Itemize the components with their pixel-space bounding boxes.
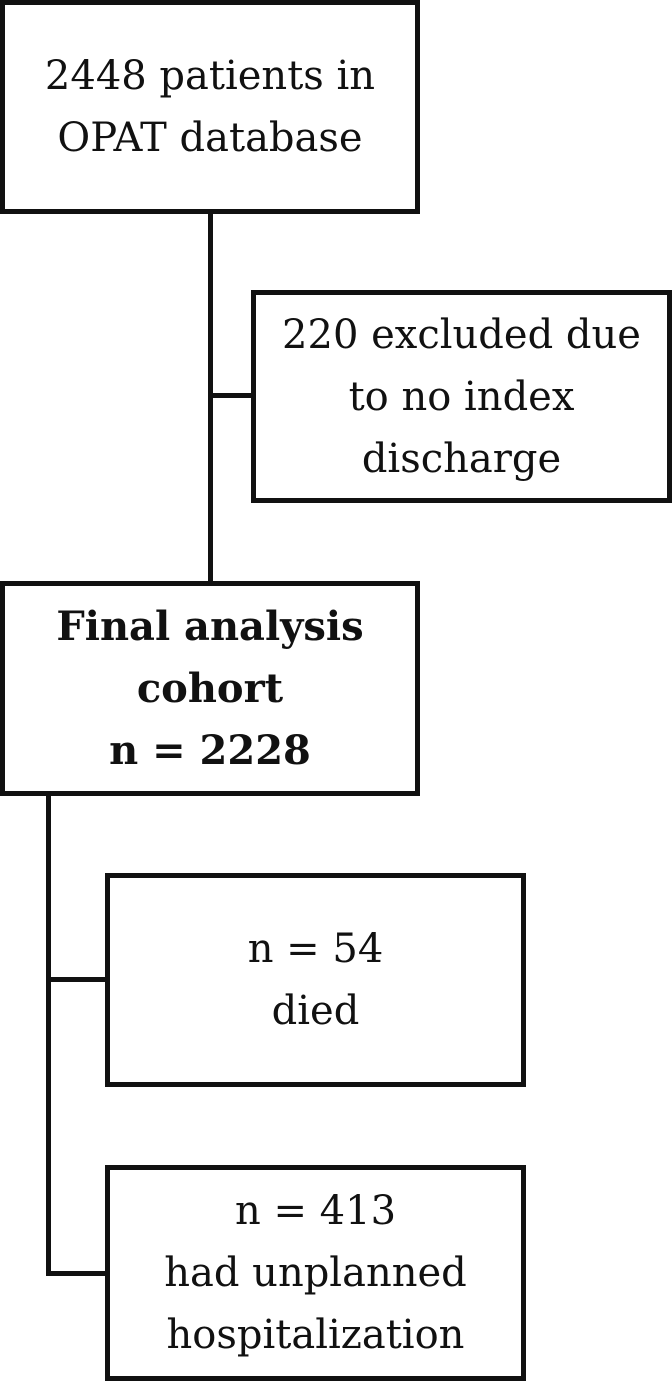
excluded-line-3: discharge xyxy=(361,435,562,482)
hospitalized-box: n = 413 had unplanned hospitalization xyxy=(105,1165,526,1381)
source-line-1: 2448 patients in xyxy=(44,53,376,99)
source-line-2: OPAT database xyxy=(57,115,363,161)
connector-to-excluded xyxy=(208,393,254,398)
excluded-line-1: 220 excluded due xyxy=(282,311,641,358)
died-line-2: died xyxy=(271,988,360,1034)
connector-cohort-to-outcomes xyxy=(46,792,51,1276)
died-box: n = 54 died xyxy=(105,873,526,1087)
died-line-1: n = 54 xyxy=(247,926,384,972)
connector-to-hospitalized xyxy=(46,1271,108,1276)
hospitalized-line-3: hospitalization xyxy=(166,1312,465,1358)
cohort-line-2: cohort xyxy=(136,664,284,712)
hospitalized-line-1: n = 413 xyxy=(234,1188,397,1234)
connector-to-died xyxy=(46,977,108,982)
excluded-line-2: to no index xyxy=(348,373,575,420)
source-box: 2448 patients in OPAT database xyxy=(0,0,420,214)
cohort-line-1: Final analysis xyxy=(56,602,364,650)
cohort-box: Final analysis cohort n = 2228 xyxy=(0,581,420,796)
hospitalized-line-2: had unplanned xyxy=(164,1250,467,1296)
cohort-line-3: n = 2228 xyxy=(109,726,311,774)
excluded-box: 220 excluded due to no index discharge xyxy=(251,290,672,503)
